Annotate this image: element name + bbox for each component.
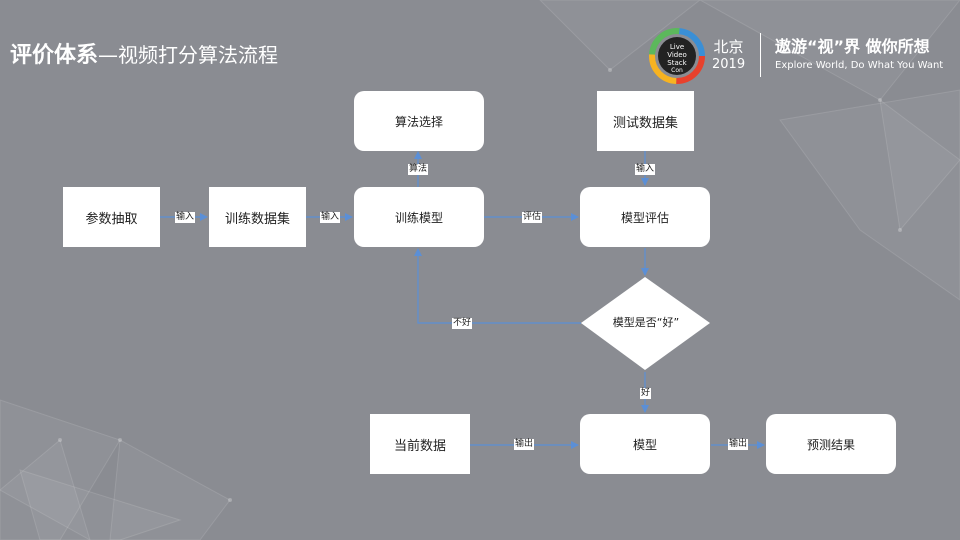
node-train-dataset: 训练数据集 [209,187,306,247]
slogan-cn: 遨游“视”界 做你所想 [775,37,930,56]
arrow-decision-no [414,248,581,324]
logo-text-2: Video [667,51,687,59]
edge-label-model-to-result: 输出 [728,439,749,450]
node-model: 模型 [580,414,710,474]
edge-label-model-to-eval: 评估 [522,212,543,223]
title-bold: 评价体系 [10,43,99,68]
node-algo-select: 算法选择 [354,91,484,151]
edge-label-decision-yes: 好 [640,388,652,399]
edge-label-dataset-to-model: 输入 [320,212,341,223]
slogan: 遨游“视”界 做你所想 Explore World, Do What You W… [775,37,943,73]
header-divider [760,33,761,77]
event-year: 2019 [712,57,746,72]
decision-diamond [581,277,710,370]
logo-text-3: Stack [667,59,687,67]
node-decision: 模型是否“好” [612,316,680,329]
title-rest: —视频打分算法流程 [98,43,279,67]
logo-text-1: Live [670,43,684,51]
node-train-model: 训练模型 [354,187,484,247]
page-title: 评价体系—视频打分算法流程 [10,40,278,71]
logo-text-4: Con [671,67,683,74]
city-name: 北京 [713,38,744,56]
event-logo: Live Video Stack Con [648,27,706,89]
slogan-en: Explore World, Do What You Want [775,60,944,71]
edge-label-test-to-eval: 输入 [635,164,656,175]
edge-label-model-to-algo: 算法 [408,164,429,175]
edge-label-param-to-dataset: 输入 [175,212,196,223]
node-predict-result: 预测结果 [766,414,896,474]
edge-label-decision-no: 不好 [452,318,473,329]
edge-label-current-to-model: 输出 [514,439,535,450]
logo-ring-icon: Live Video Stack Con [649,28,705,84]
event-city: 北京 2019 [712,38,745,74]
node-current-data: 当前数据 [370,414,470,474]
node-test-dataset: 测试数据集 [597,91,694,151]
node-model-eval: 模型评估 [580,187,710,247]
node-param-extract: 参数抽取 [63,187,160,247]
